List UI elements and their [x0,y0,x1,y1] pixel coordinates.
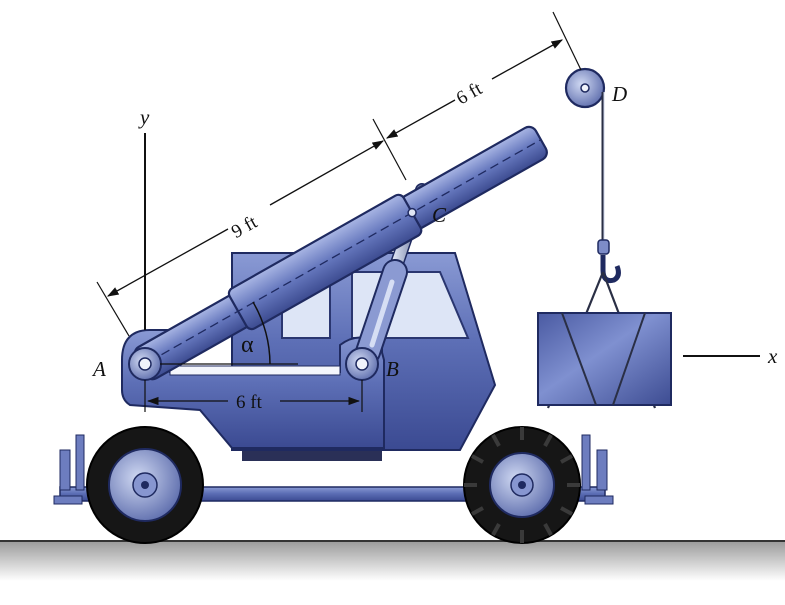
dimension-ab [144,380,363,412]
label-point-a: A [91,357,106,381]
boom [133,125,548,381]
ground [0,540,785,581]
front-wheel [463,426,581,544]
pulley-d [564,67,606,109]
angle-marker [160,301,298,365]
rear-wheel [86,426,204,544]
label-angle-alpha: α [241,332,254,358]
dimension-ac-cd [96,11,582,337]
load-box [537,312,672,406]
label-point-b: B [386,357,399,381]
label-dim-cd: 6 ft [453,78,486,109]
label-dim-ac: 9 ft [228,211,261,242]
label-point-c: C [432,203,447,227]
label-axis-x: x [767,344,778,368]
pin-a [128,347,162,381]
label-axis-y: y [138,105,150,129]
label-dim-ab: 6 ft [236,392,263,413]
pin-b [345,347,379,381]
label-point-d: D [611,82,627,106]
